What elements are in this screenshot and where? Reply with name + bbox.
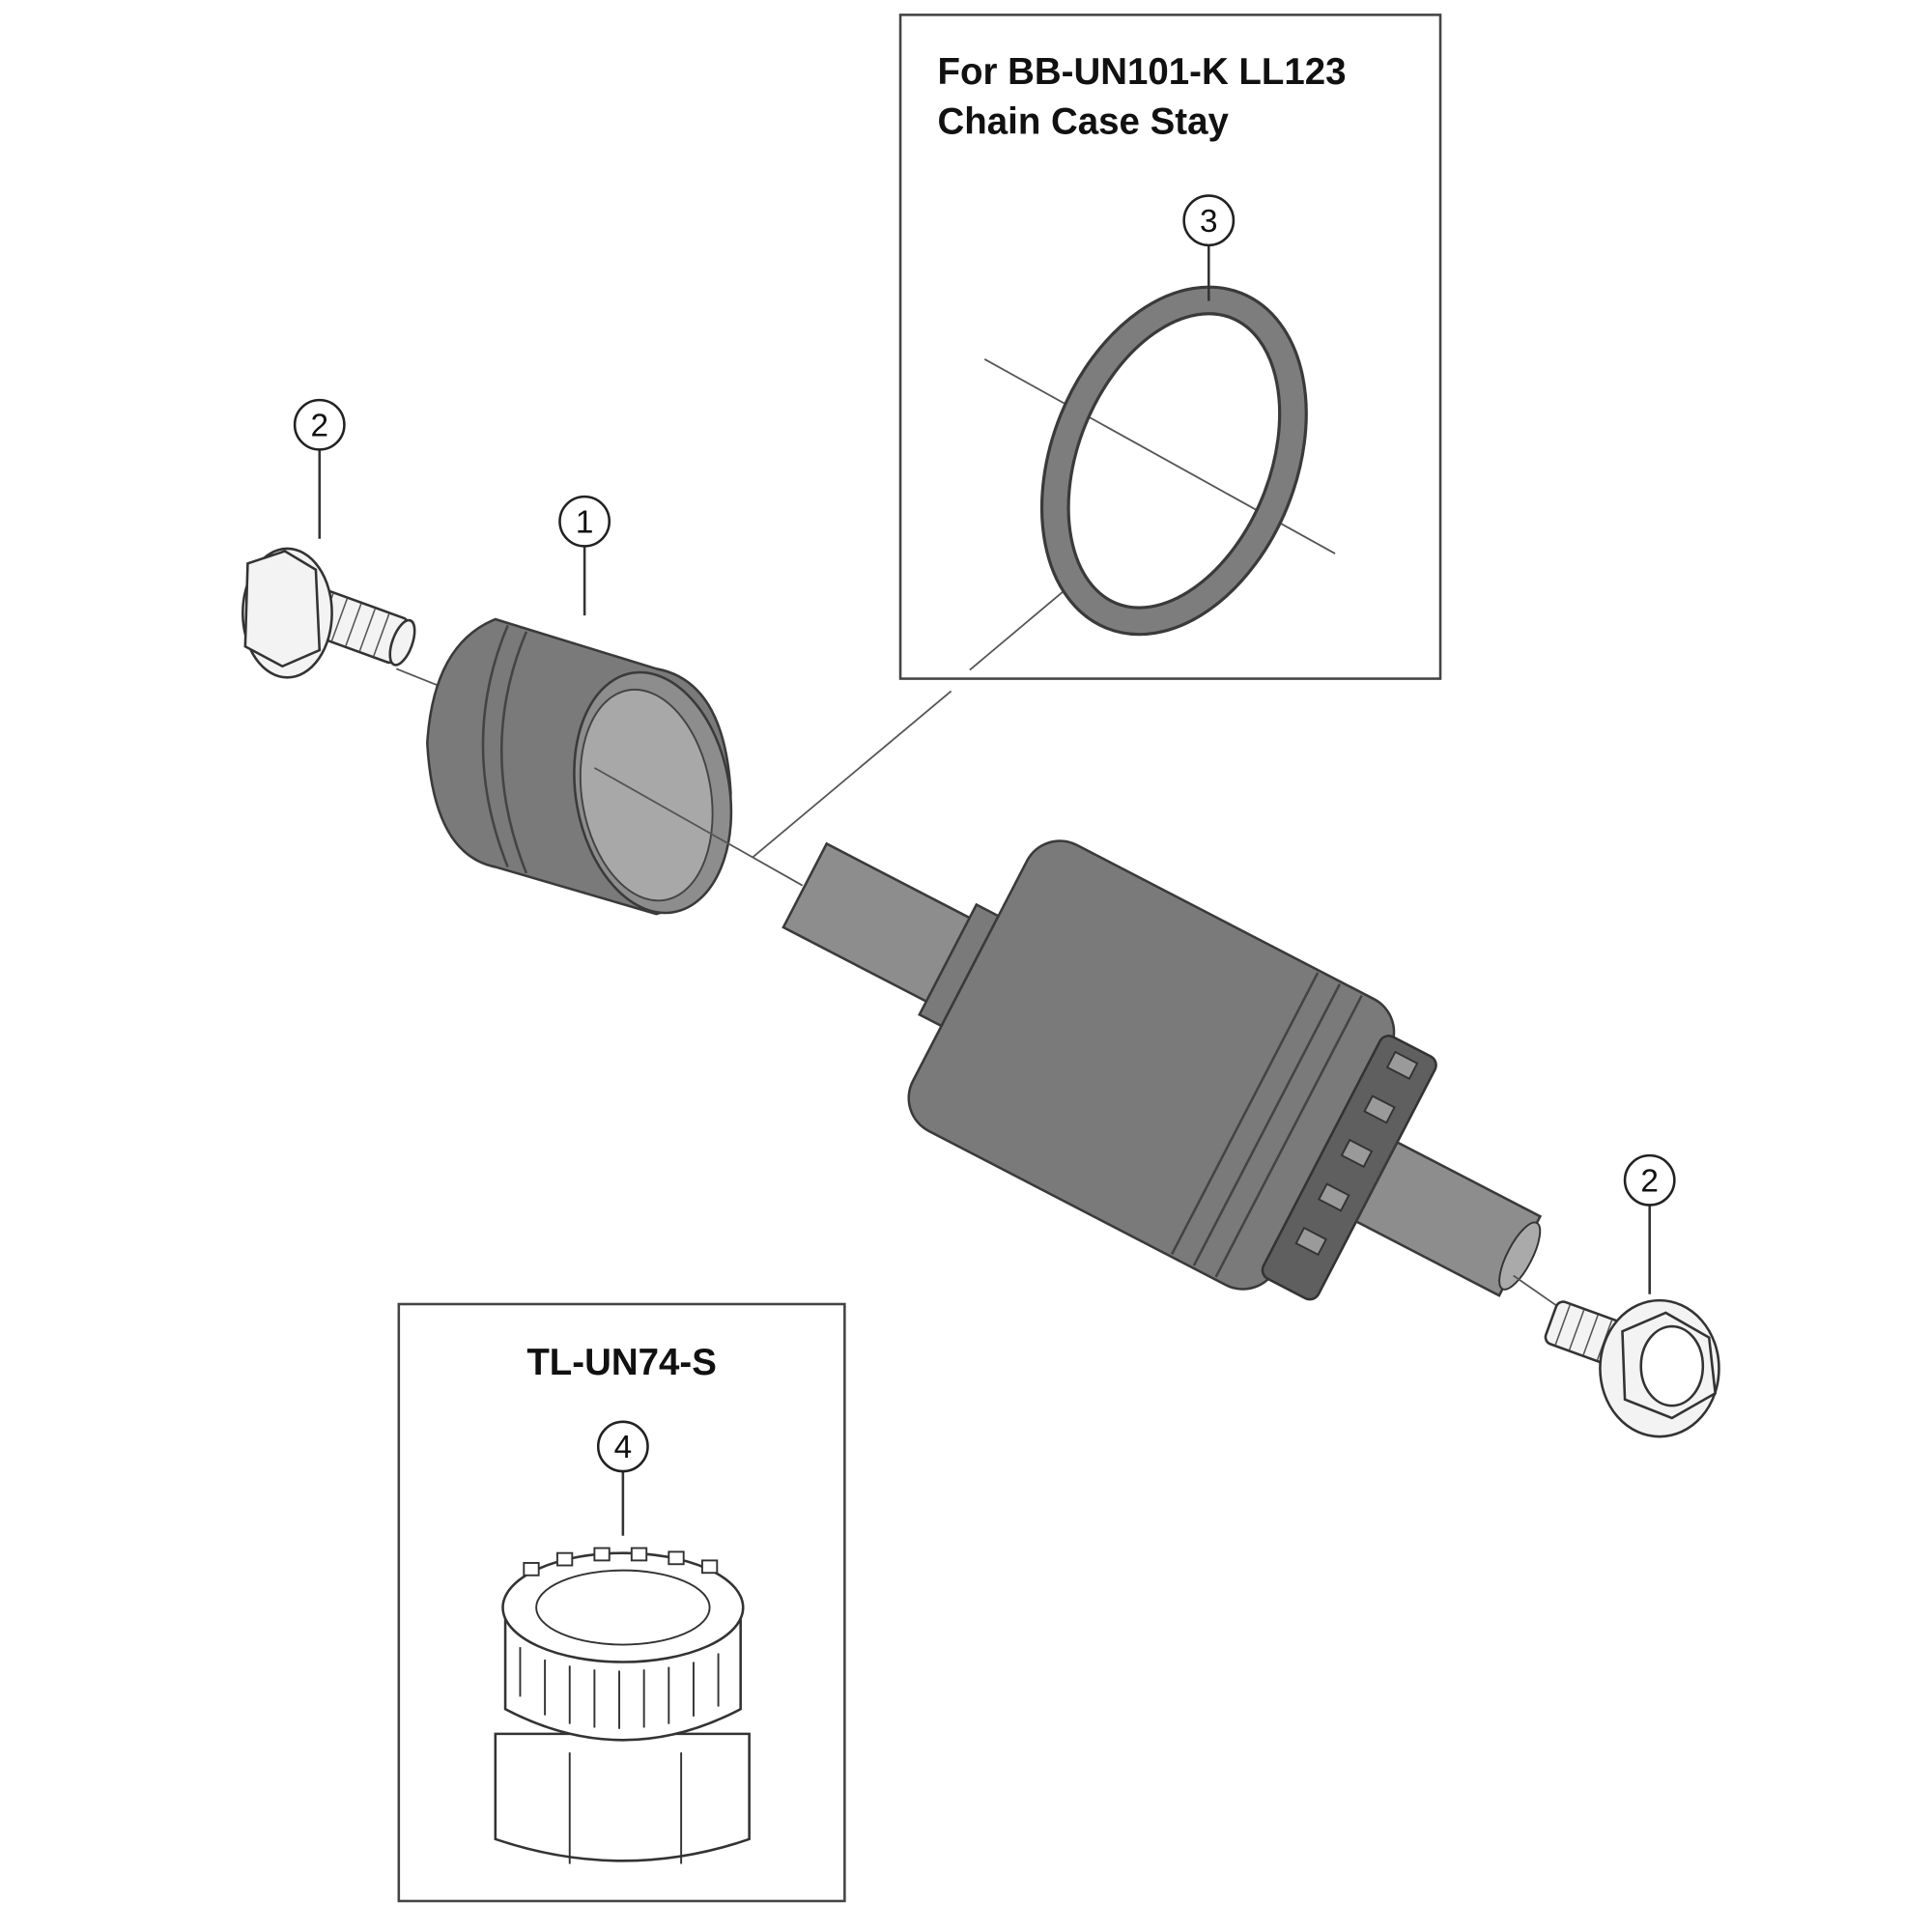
callout-4: 4 [596, 1420, 649, 1473]
bolt-left-part [242, 547, 416, 679]
callout-2-left: 2 [293, 398, 346, 451]
callout-3: 3 [1182, 194, 1236, 247]
inset-frame [397, 1302, 846, 1903]
adapter-cup-part [426, 617, 733, 916]
inset-frame [898, 14, 1442, 680]
svg-text:2: 2 [310, 409, 328, 444]
inset-title-line1: For BB-UN101-K LL123 [938, 51, 1347, 93]
svg-text:1: 1 [576, 505, 594, 541]
callout-1: 1 [558, 495, 611, 548]
ring-link-line [969, 591, 1064, 671]
callout-2-right: 2 [1623, 1153, 1676, 1207]
inset-chain-case-stay: For BB-UN101-K LL123 Chain Case Stay 3 [898, 14, 1442, 680]
inset-title: TL-UN74-S [526, 1342, 717, 1383]
inset-tool: TL-UN74-S 4 [397, 1302, 846, 1903]
ring-link-line-outer [752, 690, 952, 858]
cup-axis-line [593, 767, 804, 887]
svg-text:4: 4 [614, 1430, 633, 1465]
svg-text:2: 2 [1640, 1164, 1659, 1200]
inset-title-line2: Chain Case Stay [938, 100, 1230, 142]
bb-axis-line [1513, 1274, 1559, 1308]
bottom-bracket-cartridge-part [781, 839, 1543, 1301]
svg-text:3: 3 [1200, 204, 1218, 240]
ring-part [1039, 285, 1308, 637]
lockring-tool-part [494, 1547, 751, 1864]
bolt-right-part [1544, 1298, 1720, 1438]
